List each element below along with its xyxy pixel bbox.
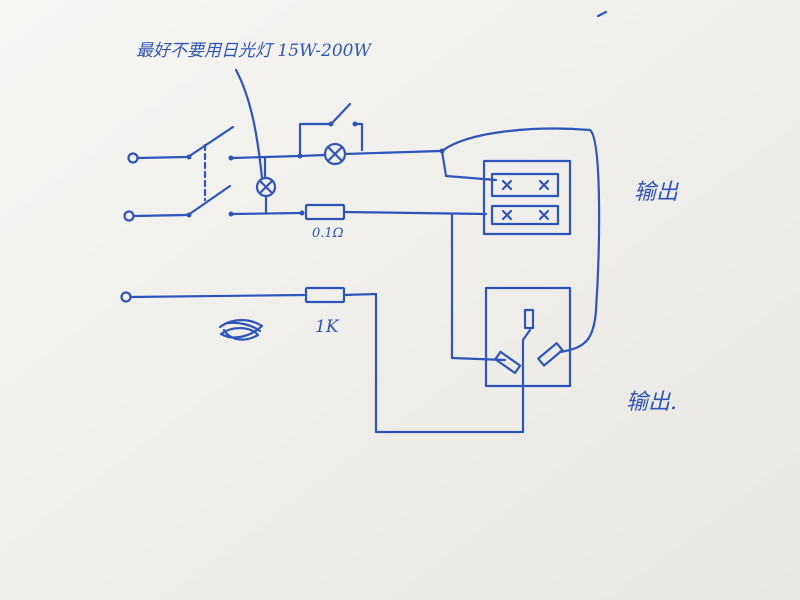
bypass-switch — [298, 102, 364, 158]
annotation-output-upper: 输出 — [634, 180, 679, 205]
output-wiring — [440, 127, 601, 362]
scribble-mark — [218, 319, 264, 341]
annotation-resistor-small: 0.1Ω — [312, 226, 344, 241]
lower-socket — [484, 286, 572, 388]
top-line — [136, 125, 303, 161]
series-lamp — [298, 142, 445, 166]
annotation-output-lower: 输出. — [626, 390, 677, 415]
bridge-lamp — [255, 156, 277, 215]
upper-socket — [482, 159, 572, 236]
annotation-top-note: 最好不要用日光灯 15W-200W — [136, 41, 371, 61]
stray-mark — [596, 10, 608, 18]
annotation-resistor-large: 1K — [315, 317, 339, 337]
resistor-large — [129, 286, 532, 434]
resistor-small — [304, 203, 488, 221]
note-leader-line — [234, 68, 264, 180]
